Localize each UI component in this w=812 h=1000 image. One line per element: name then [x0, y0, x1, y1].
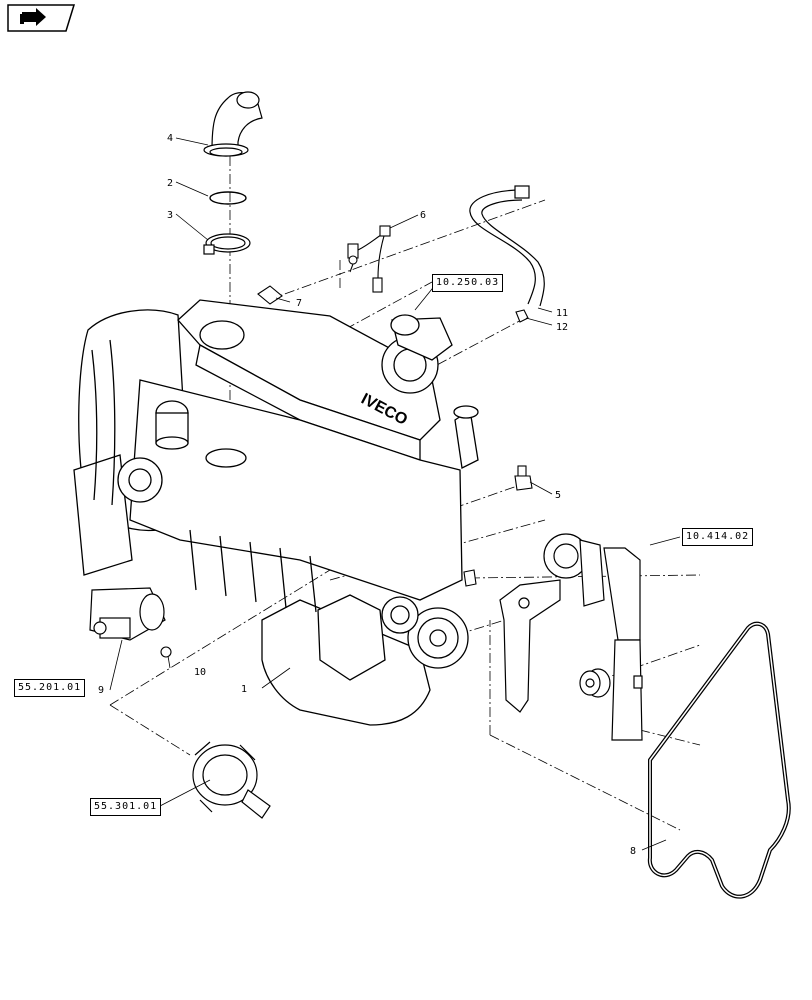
callout-8: 8 [630, 846, 636, 857]
callout-2: 2 [167, 178, 173, 189]
o-ring-part-2 [209, 191, 247, 205]
clip-part-7 [257, 285, 283, 305]
reference-box-55-201-01[interactable]: 55.201.01 [14, 679, 86, 697]
fitting-part-12 [515, 309, 529, 323]
reference-box-55-301-01[interactable]: 55.301.01 [90, 798, 162, 816]
washer-part-10 [160, 646, 172, 658]
next-page-nav-button[interactable] [6, 4, 76, 32]
callout-10: 10 [194, 667, 206, 678]
callout-12: 12 [556, 322, 568, 333]
fitting-part-5 [514, 465, 533, 491]
elbow-tube-part-4 [203, 91, 263, 157]
engine-block [73, 299, 479, 726]
callout-3: 3 [167, 210, 173, 221]
callout-4: 4 [167, 133, 173, 144]
plug-fitting [463, 569, 477, 587]
next-page-arrow-icon [7, 4, 76, 32]
idler-pulley [579, 668, 611, 698]
belt-tensioner-assembly [499, 533, 643, 741]
callout-1: 1 [241, 684, 247, 695]
reference-box-10-414-02[interactable]: 10.414.02 [682, 528, 754, 546]
callout-9: 9 [98, 685, 104, 696]
callout-leaders [109, 137, 681, 851]
alternator [192, 741, 271, 819]
sensor-part-6 [347, 225, 391, 293]
reference-box-10-250-03[interactable]: 10.250.03 [432, 274, 504, 292]
callout-11: 11 [556, 308, 568, 319]
hose-clamp-part-3 [203, 233, 251, 255]
callout-5: 5 [555, 490, 561, 501]
starter-motor [89, 587, 166, 641]
hose-part-11 [469, 185, 545, 307]
callout-6: 6 [420, 210, 426, 221]
callout-7: 7 [296, 298, 302, 309]
